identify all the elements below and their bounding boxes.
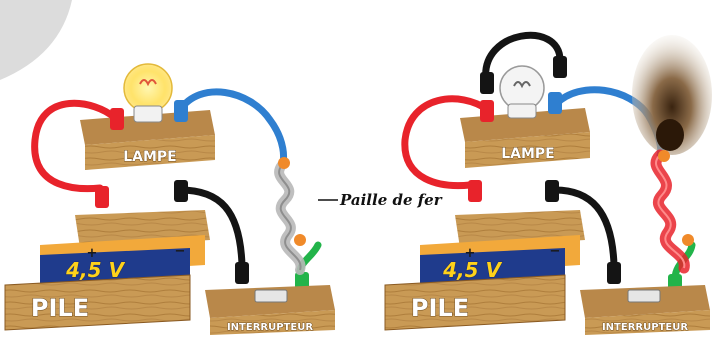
flame-smoke-icon [632, 35, 712, 274]
voltage-label-right: 4,5 V [442, 258, 502, 282]
black-top-wire [482, 31, 564, 84]
bulb-icon [123, 63, 173, 123]
switch-icon: INTERRUPTEUR [205, 285, 335, 335]
steel-wool-label: Paille de fer [339, 191, 443, 209]
steel-wool-icon [274, 157, 306, 275]
switch-label-right: INTERRUPTEUR [602, 322, 688, 333]
battery-plus: + [87, 246, 98, 261]
corner-shape [0, 0, 72, 80]
black-wire-right [551, 186, 618, 269]
bulb-icon [499, 65, 545, 119]
battery-minus: − [175, 244, 186, 259]
red-wire [31, 99, 119, 193]
circuit-left: LAMPE + − 4,5 V [4, 63, 443, 335]
switch-icon: INTERRUPTEUR [580, 285, 710, 335]
lamp-label: LAMPE [123, 149, 177, 165]
blue-wire [176, 88, 287, 169]
voltage-label: 4,5 V [65, 258, 125, 282]
switch-label: INTERRUPTEUR [227, 322, 313, 333]
circuit-right: LAMPE + − 4,5 [384, 31, 712, 335]
red-wire-right [401, 95, 492, 190]
battery: + − 4,5 V PILE [4, 210, 210, 331]
battery-right: + − 4,5 V PILE [384, 210, 585, 331]
battery-minus-right: − [550, 244, 561, 259]
black-wire [176, 186, 246, 269]
battery-label-right: PILE [411, 294, 469, 322]
battery-plus-right: + [465, 246, 476, 261]
lamp-label-right: LAMPE [501, 146, 555, 162]
battery-label: PILE [31, 294, 89, 322]
